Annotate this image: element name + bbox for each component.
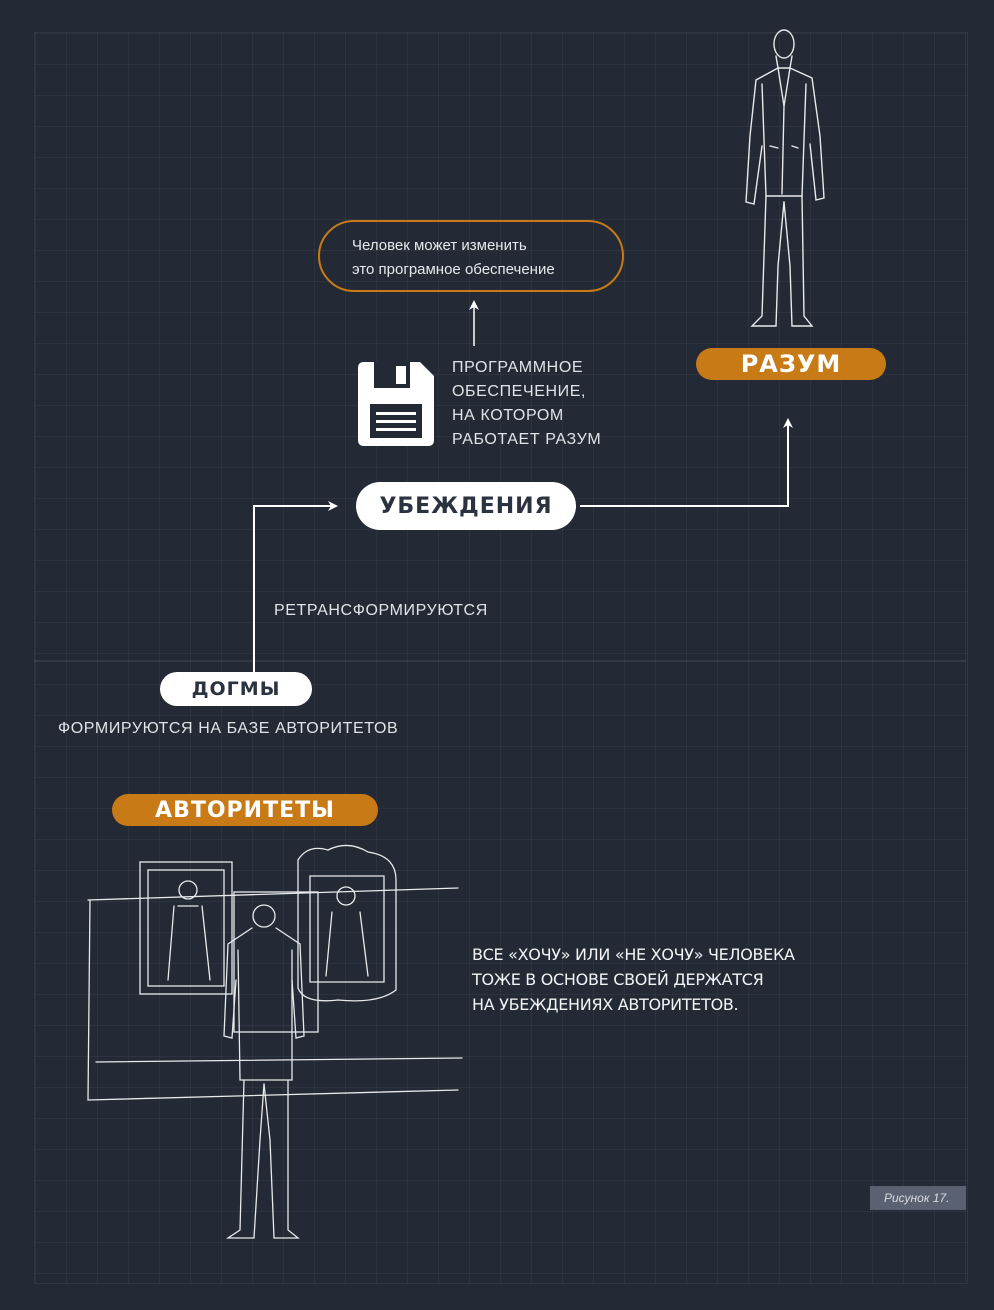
section-divider [34,660,966,662]
callout-line-1: Человек может изменить [352,237,527,254]
software-line-2: ОБЕСПЕЧЕНИЕ, [452,383,587,400]
man-viewing-portraits-sketch [87,844,463,1239]
blueprint-grid [34,32,968,1284]
floppy-disk-icon [358,362,434,446]
authorities-node: АВТОРИТЕТЫ [112,794,378,826]
software-line-3: НА КОТОРОМ [452,407,564,424]
quote-line-1: ВСЕ «ХОЧУ» ИЛИ «НЕ ХОЧУ» ЧЕЛОВЕКА [472,945,795,964]
software-line-4: РАБОТАЕТ РАЗУМ [452,431,602,448]
beliefs-to-mind-arrow [580,418,793,507]
retransform-label: РЕТРАНСФОРМИРУЮТСЯ [274,602,488,619]
standing-man-sketch [745,29,825,327]
callout-line-2: это програмное обеспечение [352,261,555,278]
dogmas-node: ДОГМЫ [160,672,312,706]
dogmas-to-beliefs-arrow [253,501,338,672]
beliefs-node: УБЕЖДЕНИЯ [356,482,576,530]
software-description: ПРОГРАММНОЕ ОБЕСПЕЧЕНИЕ, НА КОТОРОМ РАБО… [452,356,601,452]
quote-line-2: ТОЖЕ В ОСНОВЕ СВОЕЙ ДЕРЖАТСЯ [472,970,764,989]
figure-label: Рисунок 17. [870,1186,966,1210]
change-software-callout: Человек может изменить это програмное об… [318,220,624,292]
software-line-1: ПРОГРАММНОЕ [452,359,584,376]
desires-quote: ВСЕ «ХОЧУ» ИЛИ «НЕ ХОЧУ» ЧЕЛОВЕКА ТОЖЕ В… [472,942,795,1017]
mind-node: РАЗУМ [696,348,886,380]
formed-from-authorities-label: ФОРМИРУЮТСЯ НА БАЗЕ АВТОРИТЕТОВ [58,720,399,737]
quote-line-3: НА УБЕЖДЕНИЯХ АВТОРИТЕТОВ. [472,995,739,1014]
